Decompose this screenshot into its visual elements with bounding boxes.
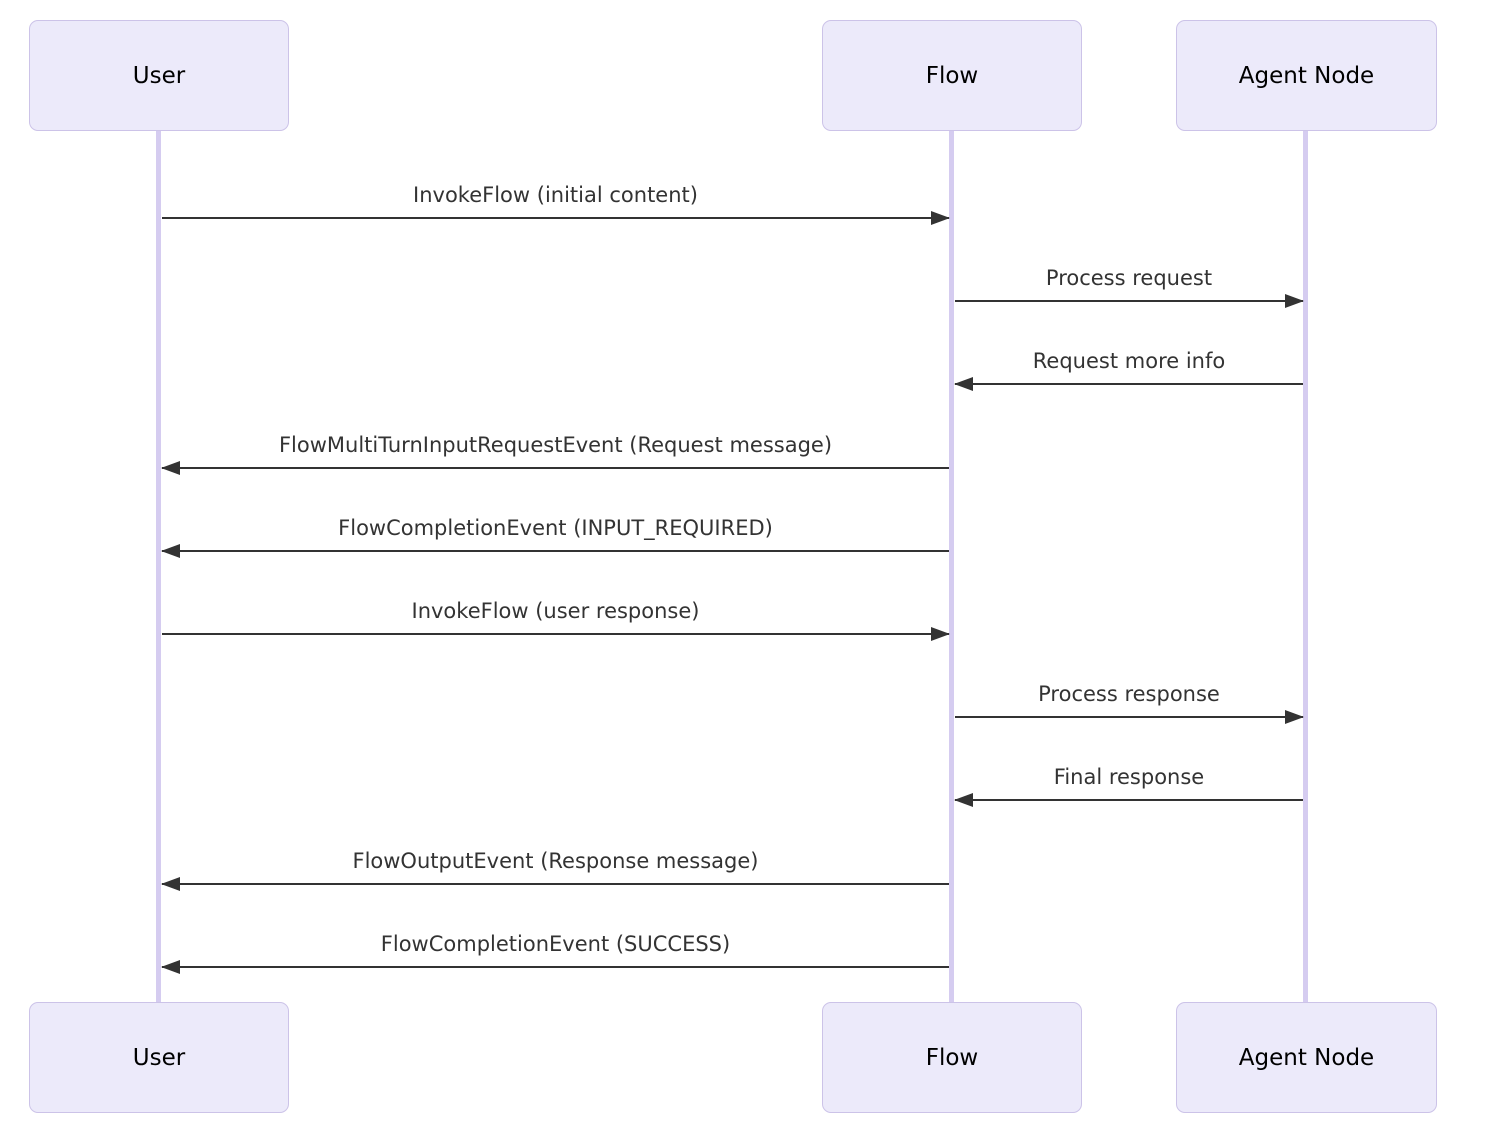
actor-agent-node-bottom: Agent Node — [1176, 1002, 1437, 1113]
message-arrow — [162, 210, 950, 225]
message-6: Process response — [955, 681, 1304, 724]
actor-user-top: User — [29, 20, 289, 131]
actor-user-bottom: User — [29, 1002, 289, 1113]
message-label: Final response — [1053, 765, 1205, 789]
actor-flow-bottom: Flow — [822, 1002, 1082, 1113]
actor-flow-bottom-label: Flow — [925, 1044, 979, 1071]
message-label: Request more info — [1032, 349, 1226, 373]
actor-flow-top-label: Flow — [925, 62, 979, 89]
lifeline-flow — [949, 131, 954, 1002]
lifeline-agent-node — [1303, 131, 1308, 1002]
arrowhead-icon — [1285, 709, 1304, 724]
actor-agent-node-top: Agent Node — [1176, 20, 1437, 131]
message-0: InvokeFlow (initial content) — [162, 182, 950, 225]
actor-user-top-label: User — [132, 62, 186, 89]
message-label: Process response — [1038, 682, 1220, 706]
message-arrow — [161, 543, 949, 558]
message-arrow — [161, 460, 949, 475]
actor-agent-node-bottom-label: Agent Node — [1238, 1044, 1375, 1071]
arrowhead-icon — [931, 210, 950, 225]
arrowhead-icon — [1285, 293, 1304, 308]
message-3: FlowMultiTurnInputRequestEvent (Request … — [161, 432, 949, 475]
message-7: Final response — [954, 764, 1303, 807]
message-5: InvokeFlow (user response) — [162, 598, 950, 641]
message-arrow — [162, 626, 950, 641]
message-arrow — [954, 792, 1303, 807]
message-arrow — [954, 376, 1303, 391]
message-label: InvokeFlow (initial content) — [413, 183, 698, 207]
actor-user-bottom-label: User — [132, 1044, 186, 1071]
message-arrow — [161, 876, 949, 891]
message-9: FlowCompletionEvent (SUCCESS) — [161, 931, 949, 974]
arrowhead-icon — [161, 959, 180, 974]
arrowhead-icon — [954, 792, 973, 807]
message-label: Process request — [1045, 266, 1213, 290]
arrowhead-icon — [161, 460, 180, 475]
actor-flow-top: Flow — [822, 20, 1082, 131]
message-arrow — [955, 709, 1304, 724]
message-label: InvokeFlow (user response) — [411, 599, 700, 623]
lifeline-user — [156, 131, 161, 1002]
message-2: Request more info — [954, 348, 1303, 391]
message-8: FlowOutputEvent (Response message) — [161, 848, 949, 891]
actor-agent-node-top-label: Agent Node — [1238, 62, 1375, 89]
message-arrow — [955, 293, 1304, 308]
arrowhead-icon — [161, 543, 180, 558]
message-label: FlowCompletionEvent (INPUT_REQUIRED) — [338, 516, 773, 540]
message-label: FlowCompletionEvent (SUCCESS) — [380, 932, 731, 956]
message-1: Process request — [955, 265, 1304, 308]
message-label: FlowOutputEvent (Response message) — [352, 849, 759, 873]
arrowhead-icon — [161, 876, 180, 891]
message-arrow — [161, 959, 949, 974]
message-4: FlowCompletionEvent (INPUT_REQUIRED) — [161, 515, 949, 558]
message-label: FlowMultiTurnInputRequestEvent (Request … — [278, 433, 833, 457]
arrowhead-icon — [931, 626, 950, 641]
arrowhead-icon — [954, 376, 973, 391]
